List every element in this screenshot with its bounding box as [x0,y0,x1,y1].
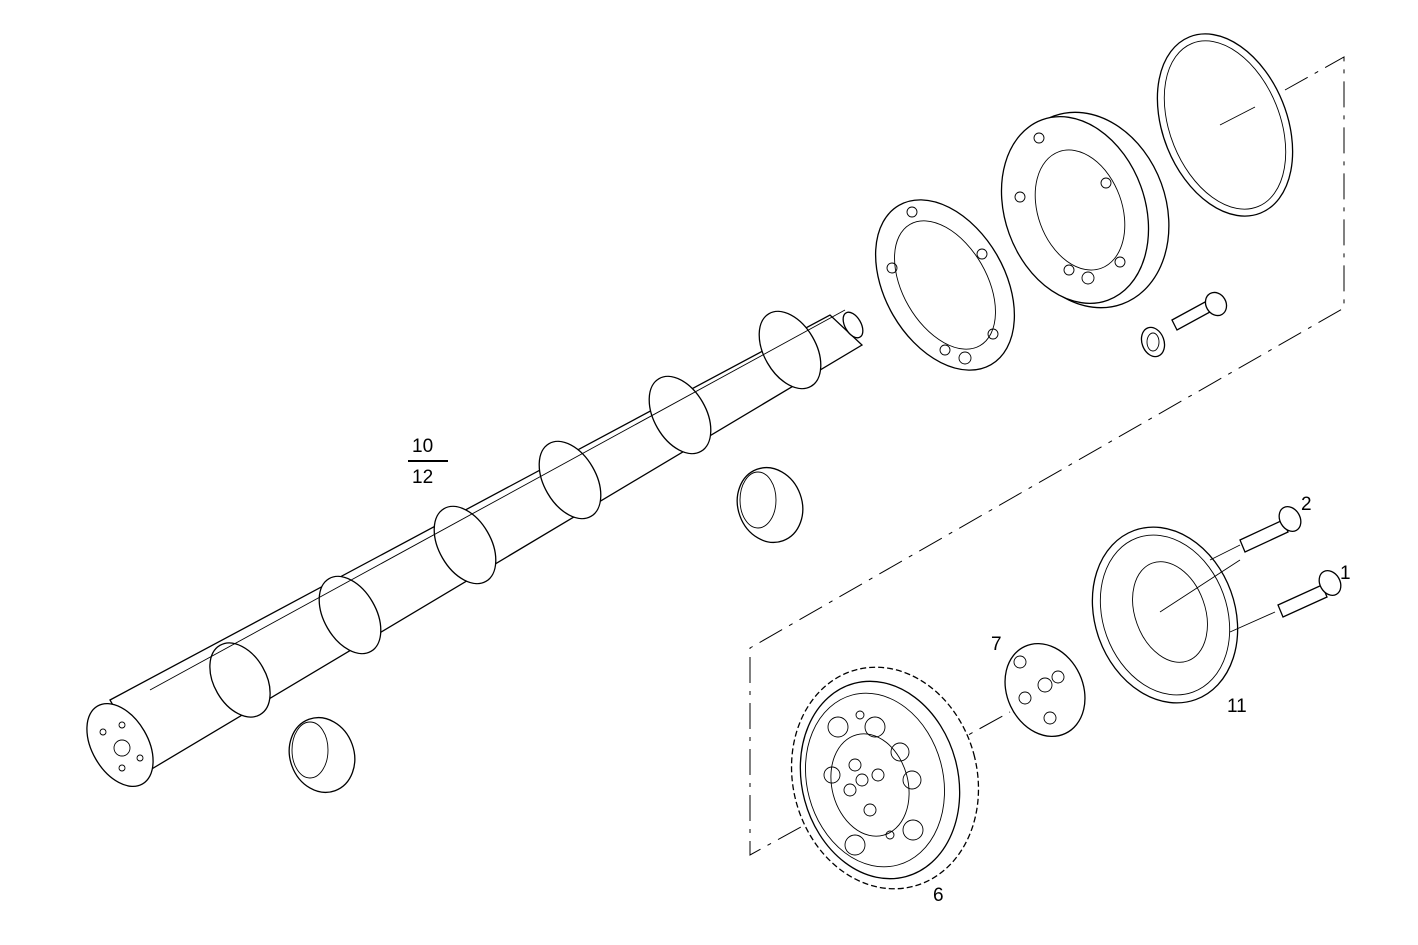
callout-11: 11 [1227,696,1247,717]
camshaft-bushing-lower [288,717,356,793]
hub-disc [1004,642,1086,738]
callout-divider [408,460,448,462]
thrust-plate [1091,526,1276,704]
callout-6: 6 [933,885,944,906]
callout-1: 1 [1340,563,1351,584]
camshaft [86,309,864,788]
o-ring [1156,33,1294,217]
assembly-boundary [749,56,1345,856]
callout-7: 7 [991,634,1002,655]
bolt-2 [1239,506,1302,553]
callout-12: 12 [412,467,434,488]
bolt-top [1171,291,1228,331]
camshaft-bushing-upper [736,467,804,543]
bolt-1 [1277,570,1342,618]
callout-2: 2 [1301,494,1312,515]
gasket [874,199,1016,371]
cover-flange [1000,111,1170,309]
camshaft-gear [790,666,980,890]
washer [1140,326,1166,358]
callout-10: 10 [412,436,434,457]
